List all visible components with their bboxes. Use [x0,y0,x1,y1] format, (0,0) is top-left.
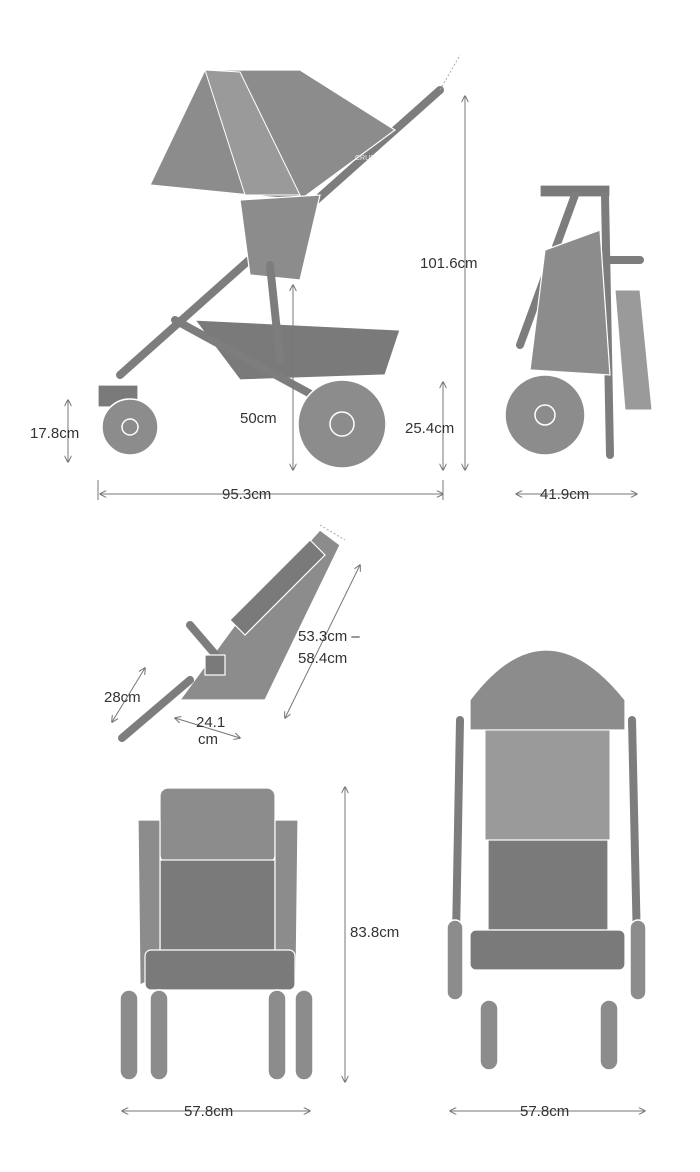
backrest-label-1: 53.3cm – [298,628,360,645]
side-view-stroller: CRUZ [97,54,461,469]
height-label: 101.6cm [420,255,478,272]
rear-height-label: 83.8cm [350,924,399,941]
backrest-label-2: 58.4cm [298,650,347,667]
seat-height-label: 50cm [240,410,277,427]
footrest-label: 28cm [104,689,141,706]
rear-wheel-label: 25.4cm [405,420,454,437]
front-wheel-label: 17.8cm [30,425,79,442]
front-width-label: 57.8cm [520,1103,569,1120]
folded-width-label: 41.9cm [540,486,589,503]
seat-depth-label-1: 24.1 [196,714,225,731]
folded-view-stroller [504,184,653,459]
front-view-stroller [446,649,647,1071]
seat-depth-label-2: cm [198,731,218,748]
rear-view-stroller [119,787,314,1081]
rear-width-label: 57.8cm [184,1103,233,1120]
brand-logo: CRUZ [355,155,375,162]
length-label: 95.3cm [222,486,271,503]
